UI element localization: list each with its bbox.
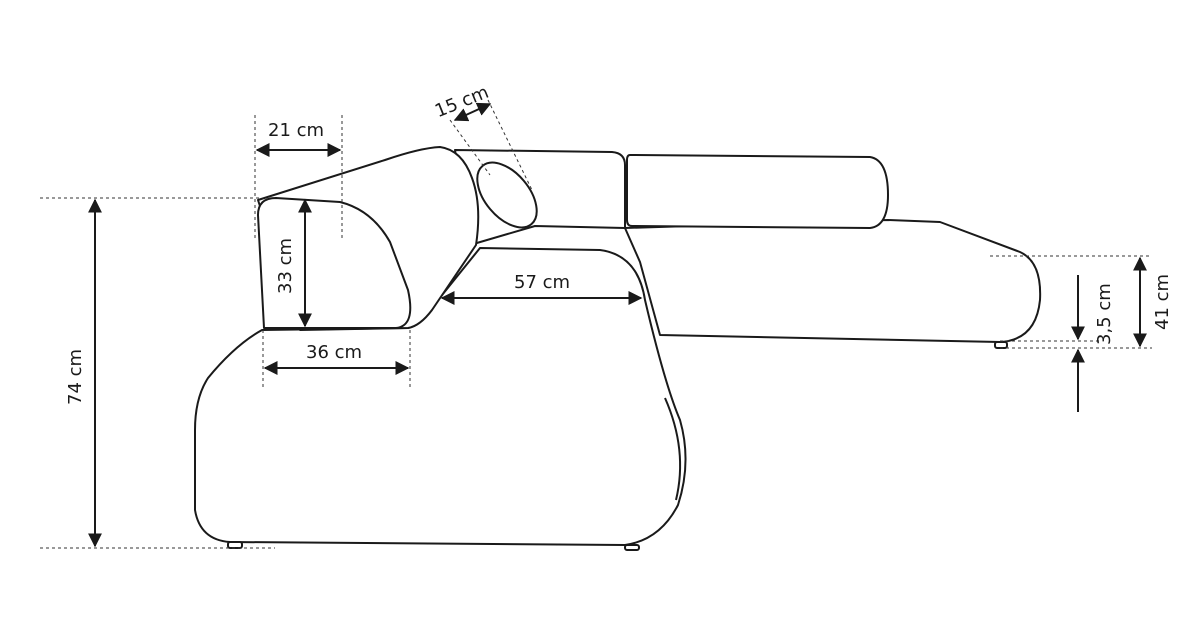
label-seat-height: 41 cm <box>1152 274 1173 330</box>
pillow <box>476 161 538 229</box>
sofa-base <box>194 247 687 546</box>
label-total-height: 74 cm <box>65 349 86 405</box>
label-armrest-top-width: 21 cm <box>268 120 324 141</box>
chaise-longue <box>624 219 1042 343</box>
foot-left <box>227 541 243 549</box>
foot-middle <box>624 544 640 551</box>
seat-side-line <box>664 397 682 501</box>
label-armrest-height: 33 cm <box>275 238 296 294</box>
label-leg-height: 3,5 cm <box>1094 283 1115 345</box>
right-back-cushion <box>626 154 889 229</box>
sofa-outline <box>194 146 1042 551</box>
label-armrest-bottom-width: 36 cm <box>306 342 362 363</box>
foot-right <box>994 341 1008 349</box>
armrest-cushion <box>257 197 412 329</box>
label-seat-depth: 57 cm <box>514 272 570 293</box>
center-back-cushion <box>454 149 626 246</box>
dimension-lines <box>40 99 1152 549</box>
